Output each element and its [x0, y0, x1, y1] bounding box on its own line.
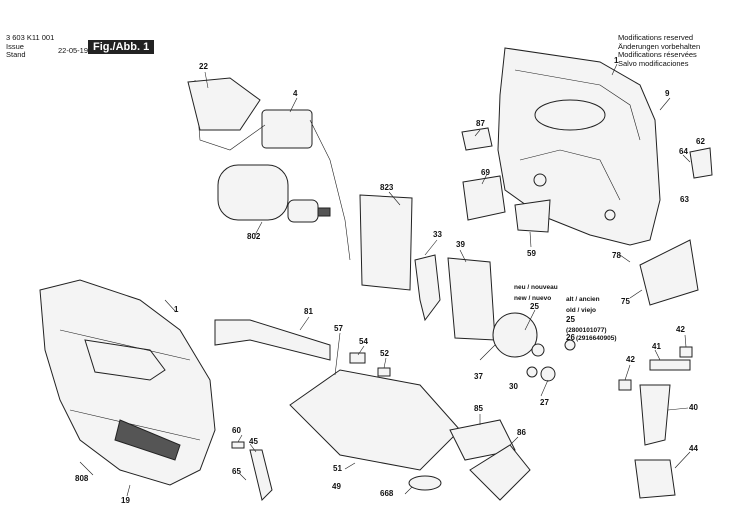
motor [217, 164, 331, 223]
modifications-line-es: Salvo modificaciones [618, 58, 689, 68]
label-25-code: (2800101077) [566, 327, 606, 334]
modifications-line-de: Änderungen vorbehalten [618, 41, 701, 51]
label-81: 81 [304, 307, 313, 316]
label-37: 37 [474, 372, 483, 381]
issue-label: Issue [6, 42, 24, 51]
label-802: 802 [247, 232, 261, 241]
blade-holder-44 [634, 459, 676, 499]
base-plate [289, 369, 461, 471]
lever [408, 475, 442, 491]
drawing-number: 3 603 K11 001 [6, 33, 55, 42]
switch-assembly [187, 77, 351, 261]
label-823: 823 [380, 183, 394, 192]
part-87 [461, 127, 493, 151]
bearing-new [531, 343, 545, 357]
part-60 [231, 441, 245, 449]
gear [492, 312, 538, 358]
label-63: 63 [680, 195, 689, 204]
label-4: 4 [293, 89, 298, 98]
label-9: 9 [665, 89, 670, 98]
sliding-shoe [469, 444, 531, 501]
label-85: 85 [474, 404, 483, 413]
blade-holder-41 [649, 359, 691, 371]
label-668: 668 [380, 489, 394, 498]
label-27: 27 [540, 398, 549, 407]
dust-port [639, 239, 699, 306]
bearing-27 [540, 366, 556, 382]
label-1-left: 1 [174, 305, 179, 314]
label-44: 44 [689, 444, 698, 453]
nut-42b [679, 346, 693, 358]
label-39: 39 [456, 240, 465, 249]
part-62 [689, 147, 713, 179]
label-87: 87 [476, 119, 485, 128]
label-57: 57 [334, 324, 343, 333]
lever-45 [249, 449, 273, 501]
label-51: 51 [333, 464, 342, 473]
pad-52 [377, 367, 391, 377]
label-26: 26 [566, 333, 575, 342]
label-19: 19 [121, 496, 130, 505]
label-41: 41 [652, 342, 661, 351]
plunger [214, 319, 331, 361]
label-54: 54 [359, 337, 368, 346]
label-40: 40 [689, 403, 698, 412]
blade-holder-40 [639, 384, 671, 446]
label-33: 33 [433, 230, 442, 239]
label-49: 49 [332, 482, 341, 491]
label-new-1: neu / nouveau [514, 284, 558, 291]
label-65: 65 [232, 467, 241, 476]
guide-plate [359, 194, 413, 291]
label-86: 86 [517, 428, 526, 437]
part-59 [514, 199, 551, 233]
label-75: 75 [621, 297, 630, 306]
label-old-2: old / viejo [566, 307, 596, 314]
label-old-1: alt / ancien [566, 296, 600, 303]
chip-guard [449, 419, 516, 461]
modifications-line-en: Modifications reserved [618, 33, 694, 42]
issue-date: 22-05-19 [58, 46, 89, 55]
label-808: 808 [75, 474, 89, 483]
label-26-code: (2916640905) [576, 335, 616, 342]
label-59: 59 [527, 249, 536, 258]
modifications-line-fr: Modifications réservées [618, 50, 697, 60]
label-64: 64 [679, 147, 688, 156]
bearing-old [564, 339, 576, 351]
label-42-left: 42 [626, 355, 635, 364]
housing-complete-left [39, 279, 216, 486]
label-45: 45 [249, 437, 258, 446]
label-62: 62 [696, 137, 705, 146]
leader-lines [79, 63, 691, 497]
label-25-old: 25 [566, 315, 575, 324]
label-30: 30 [509, 382, 518, 391]
label-42-right: 42 [676, 325, 685, 334]
pad-54 [349, 352, 366, 364]
nut-42a [618, 379, 632, 391]
label-69: 69 [481, 168, 490, 177]
label-1-top: 1 [614, 56, 619, 65]
stand-label: Stand [6, 50, 26, 59]
figure-tag: Fig./Abb. 1 [88, 40, 155, 54]
label-new-2: new / nuevo [514, 295, 551, 302]
modifications-note: Modifications reserved Änderungen vorbeh… [618, 33, 701, 68]
spring-clip [414, 254, 441, 322]
label-78: 78 [612, 251, 621, 260]
label-22: 22 [199, 62, 208, 71]
label-60: 60 [232, 426, 241, 435]
bearing-30 [526, 366, 538, 378]
label-25-new: 25 [530, 302, 539, 311]
counter-plate [447, 257, 496, 341]
housing-half-right [497, 47, 661, 246]
label-52: 52 [380, 349, 389, 358]
part-69 [462, 175, 506, 221]
